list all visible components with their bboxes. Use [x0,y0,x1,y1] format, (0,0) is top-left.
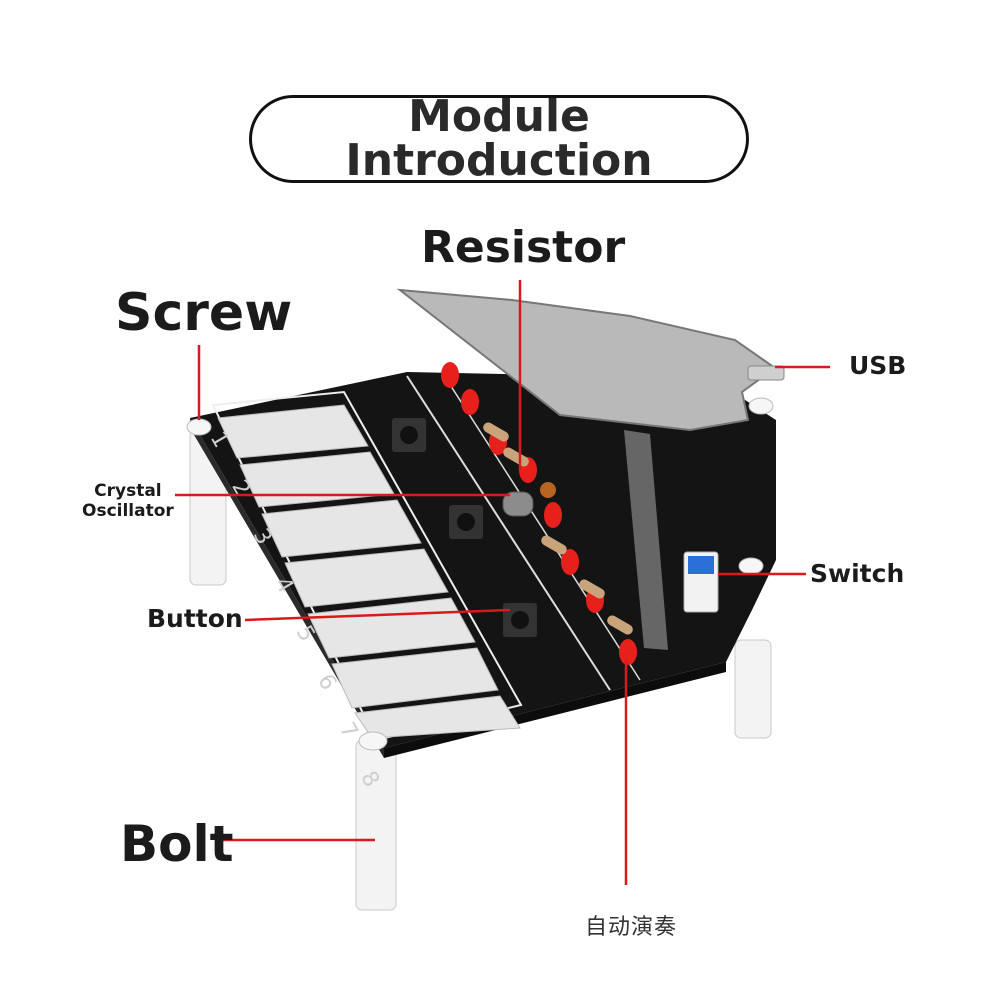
button-leader [244,608,511,622]
crystal-oscillator [502,491,534,517]
tactile-buttons [392,418,537,637]
red-led [461,389,479,415]
key-number: 6 [312,670,341,695]
standoff-leg [734,639,772,739]
piano-keys [217,404,521,739]
screw-cap [186,418,212,436]
screw-cap [358,731,388,751]
screw-cap [738,557,764,575]
crystal-label-line-2: Oscillator [82,501,174,521]
red-led [441,362,459,388]
button-label: Button [147,604,243,633]
usb-label: USB [849,351,907,380]
resistor [607,615,633,635]
piano-key [331,647,499,709]
resistor [579,579,605,599]
piano-key [217,404,369,459]
screw-caps [186,397,774,751]
leader-lines [175,280,830,885]
led-column [441,362,637,665]
crystal-label-line-1: Crystal [94,481,162,501]
screw-label: Screw [115,283,293,343]
bolt-label: Bolt [120,815,234,873]
usb-connector [747,365,785,381]
resistor [483,422,509,442]
piano-key [284,548,449,608]
capacitor [540,482,556,498]
key-number: 7 [334,719,363,744]
key-number: 5 [291,622,320,647]
switch-label: Switch [810,559,905,588]
resistor [503,447,529,467]
crystal-oscillator-label: Crystal Oscillator [82,481,174,521]
piano-key [261,499,422,558]
autoplay-label: 自动演奏 [585,915,678,940]
title-pill: Module Introduction [249,95,749,183]
title-line-1: Module [408,91,590,142]
piano-key [354,695,521,739]
screw-cap [748,397,774,415]
resistor-row [483,422,633,635]
red-led [544,502,562,528]
resistor [541,535,567,555]
standoff-leg [355,739,397,911]
title-line-2: Introduction [345,135,653,186]
red-led [619,639,637,665]
resistor-label: Resistor [421,222,626,273]
red-led [561,549,579,575]
